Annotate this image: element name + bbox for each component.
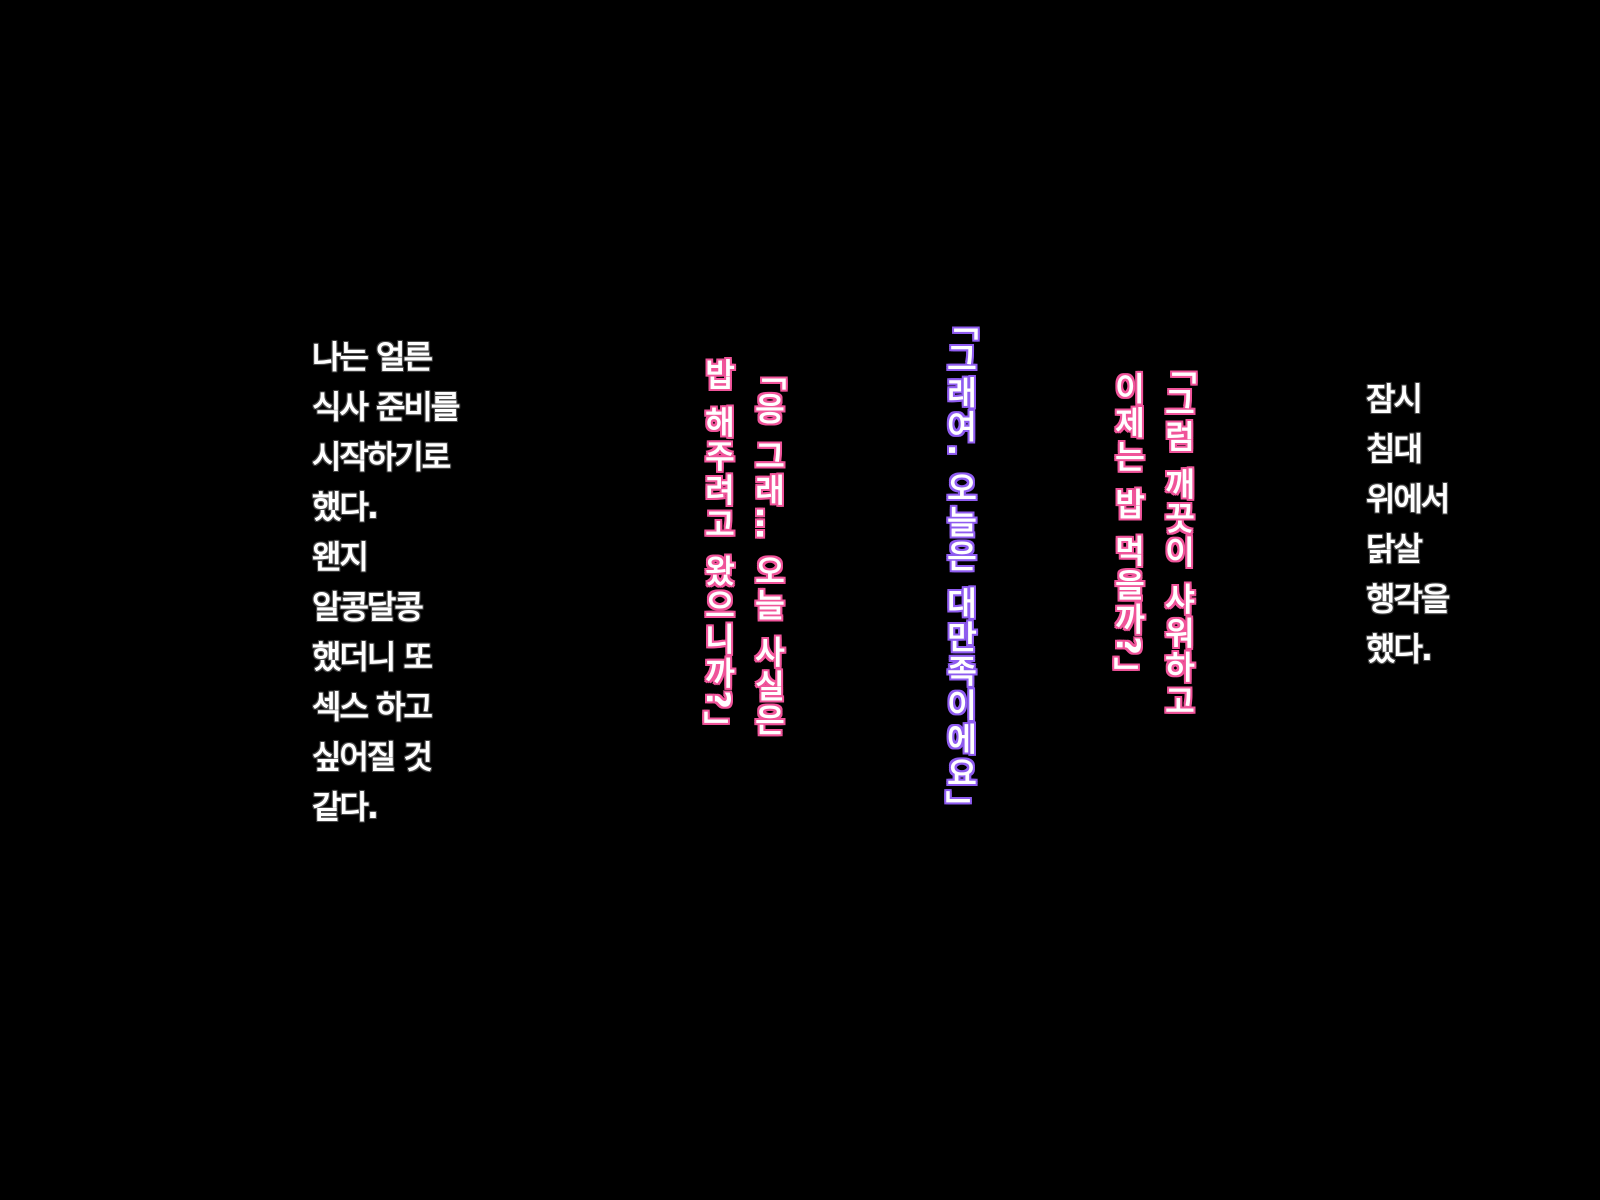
- dialogue-2-line-1: 「그래여. 오늘은 대만족이에요」: [941, 308, 979, 825]
- narration-line: 했더니 또: [312, 638, 433, 676]
- narration-line: 행각을: [1366, 580, 1450, 618]
- narration-line: 위에서: [1366, 480, 1450, 518]
- narration-line: 나는 얼른: [312, 338, 433, 376]
- dialogue-3-line-2: 이제는 밥 먹을까?」: [1109, 372, 1147, 691]
- narration-line: 닭살: [1366, 530, 1423, 568]
- narration-line: 같다.: [312, 788, 379, 826]
- dialogue-3-line-1: 「그럼 깨끗이 샤워하고: [1159, 352, 1197, 719]
- narration-line: 했다.: [1366, 630, 1433, 668]
- dialogue-1-line-2: 밥 해주려고 왔으니까?」: [699, 358, 737, 745]
- narration-line: 시작하기로: [312, 438, 451, 476]
- narration-line: 왠지: [312, 538, 369, 576]
- narration-line: 했다.: [312, 488, 379, 526]
- narration-line: 알콩달콩: [312, 588, 424, 626]
- narration-line: 섹스 하고: [312, 688, 433, 726]
- narration-line: 싶어질 것: [312, 738, 433, 776]
- narration-line: 식사 준비를: [312, 388, 460, 426]
- narration-line: 잠시: [1366, 380, 1423, 418]
- narration-line: 침대: [1366, 430, 1423, 468]
- narration-right: 잠시 침대 위에서 닭살 행각을 했다.: [1366, 374, 1450, 674]
- dialogue-1-line-1: 「응 그래… 오늘 사실은: [749, 358, 787, 738]
- narration-left: 나는 얼른 식사 준비를 시작하기로 했다. 왠지 알콩달콩 했더니 또 섹스 …: [312, 332, 460, 832]
